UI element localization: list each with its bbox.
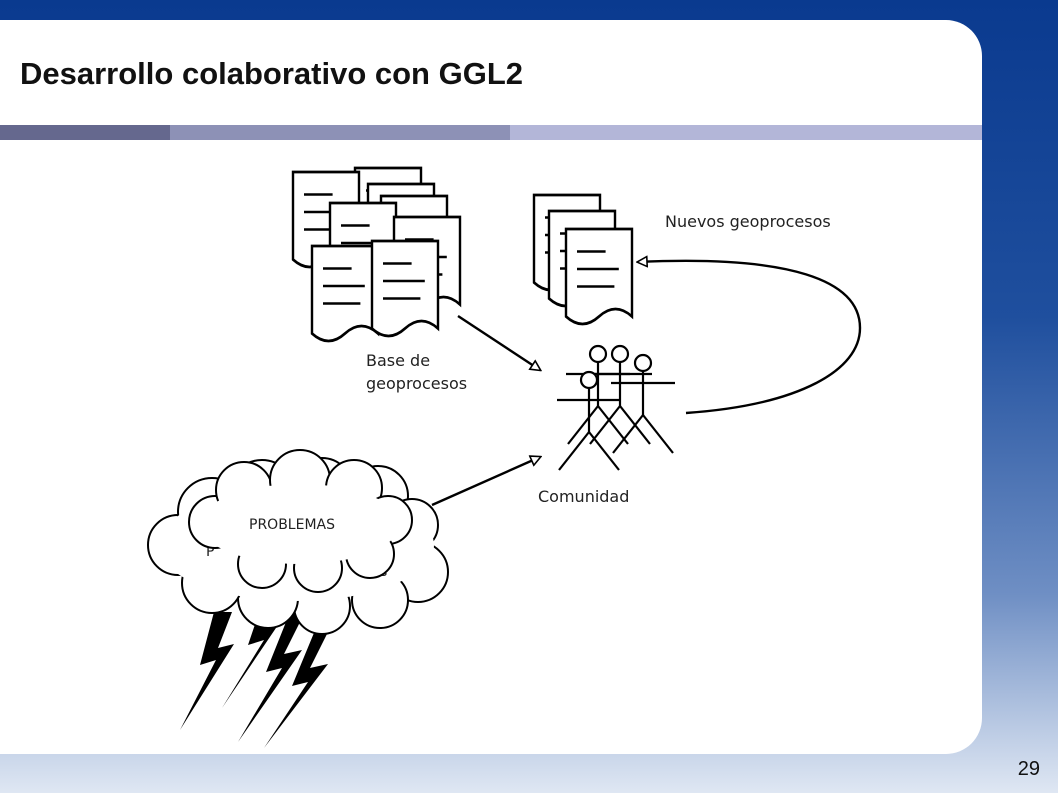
arrow-base-to-community <box>457 314 540 370</box>
slide: Desarrollo colaborativo con GGL2 <box>0 20 982 754</box>
base-label-line2: geoprocesos <box>366 374 467 393</box>
document-stack-new-icon <box>532 193 634 326</box>
title-bar-segment-mid <box>170 125 510 140</box>
lightning-bolt-icon <box>238 612 305 742</box>
document-icon <box>564 227 634 326</box>
cloud-front-icon <box>188 449 413 593</box>
cloud-back-text-partial: P <box>206 544 214 560</box>
lightning-bolt-icon <box>180 612 234 730</box>
document-stack-base-icon <box>291 166 462 343</box>
slide-title: Desarrollo colaborativo con GGL2 <box>20 56 524 91</box>
base-label-line1: Base de <box>366 351 430 370</box>
person-icon <box>555 370 623 472</box>
title-bar-segment-dark <box>0 125 170 140</box>
document-icon <box>310 244 380 343</box>
arrow-community-to-new-processes <box>638 261 862 415</box>
lightning-bolts-icon <box>180 586 330 748</box>
new-processes-label: Nuevos geoprocesos <box>665 212 831 231</box>
community-label: Comunidad <box>538 487 629 506</box>
document-icon <box>370 239 440 338</box>
cloud-problems-label: PROBLEMAS <box>249 517 335 533</box>
lightning-bolt-icon <box>264 628 330 748</box>
community-people-icon <box>555 344 677 472</box>
problems-clouds-icon: P s PROBLEMAS <box>147 449 449 635</box>
arrow-problems-to-community <box>431 457 540 507</box>
title-bar-segment-light <box>510 125 982 140</box>
page-number: 29 <box>1017 758 1040 780</box>
